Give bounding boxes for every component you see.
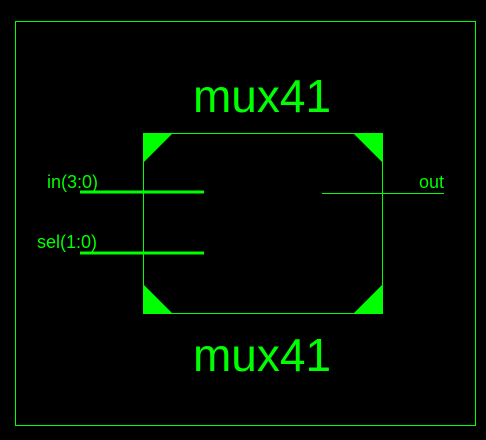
cell-name: mux41: [193, 329, 331, 381]
mux41-symbol[interactable]: mux41 mux41: [143, 70, 383, 381]
corner-top-left: [143, 133, 173, 163]
input-pin-sel[interactable]: sel(1:0): [37, 232, 204, 255]
input-pin-in[interactable]: in(3:0): [47, 172, 204, 194]
pin-label-out: out: [419, 172, 444, 192]
pin-label-sel: sel(1:0): [37, 232, 97, 252]
corner-bottom-right: [353, 284, 383, 314]
symbol-body: [143, 133, 383, 314]
corner-bottom-left: [143, 284, 173, 314]
pin-label-in: in(3:0): [47, 172, 98, 192]
instance-name: mux41: [193, 70, 331, 122]
output-pin-out[interactable]: out: [322, 172, 444, 194]
sheet-border: [15, 21, 476, 426]
corner-top-right: [353, 133, 383, 163]
